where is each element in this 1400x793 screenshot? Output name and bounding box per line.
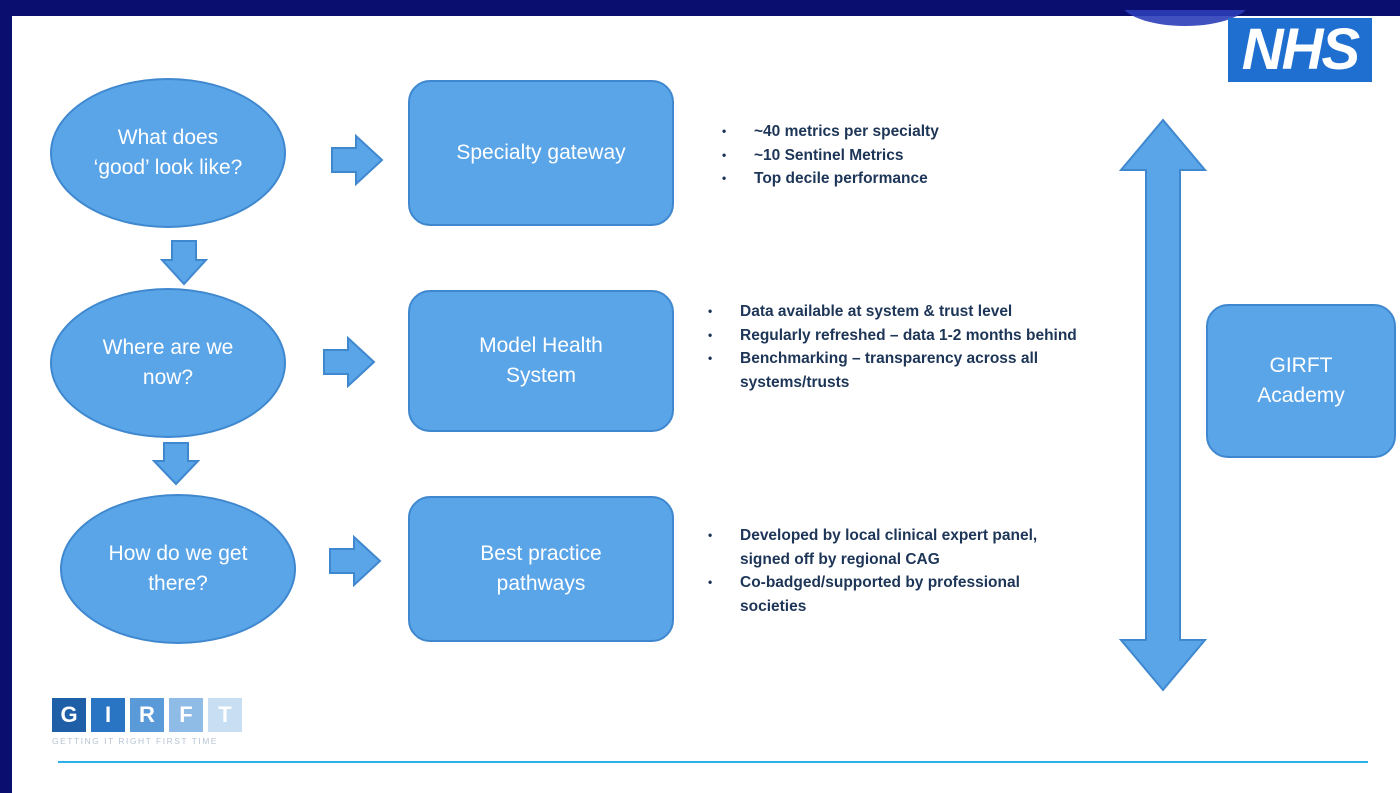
bullet-item: Co-badged/supported by professional soci… [706, 571, 1046, 618]
top-frame-bar [12, 10, 1400, 16]
girft-letter-tile: F [169, 698, 203, 732]
best-practice-pathways-label: Best practice pathways [480, 542, 602, 595]
question-there-label: How do we get there? [108, 542, 248, 595]
best-practice-pathways-box: Best practice pathways [408, 496, 674, 642]
down-arrow-1 [160, 240, 208, 286]
corner-accent [1120, 10, 1250, 26]
bullet-item: ~10 Sentinel Metrics [720, 144, 1050, 168]
specialty-gateway-label: Specialty gateway [456, 141, 626, 164]
nhs-logo: NHS [1228, 18, 1372, 82]
girft-letter-tile: I [91, 698, 125, 732]
bullet-item: Benchmarking – transparency across all s… [706, 347, 1086, 394]
bullet-item: Regularly refreshed – data 1-2 months be… [706, 324, 1086, 348]
model-health-system-bullets: Data available at system & trust level R… [706, 300, 1086, 394]
down-arrow-2 [152, 442, 200, 486]
bullet-item: Developed by local clinical expert panel… [706, 524, 1046, 571]
girft-tagline: GETTING IT RIGHT FIRST TIME [52, 736, 218, 746]
vertical-double-arrow [1118, 118, 1208, 692]
slide: NHS What does ‘good’ look like? Where ar… [12, 10, 1400, 793]
question-good-ellipse: What does ‘good’ look like? [50, 78, 286, 228]
bottom-rule [58, 761, 1368, 763]
question-good-label: What does ‘good’ look like? [93, 126, 243, 179]
model-health-system-box: Model Health System [408, 290, 674, 432]
bullet-item: Data available at system & trust level [706, 300, 1086, 324]
right-arrow-3 [329, 535, 382, 587]
question-now-ellipse: Where are we now? [50, 288, 286, 438]
girft-letter-tile: G [52, 698, 86, 732]
bullet-item: Top decile performance [720, 167, 1050, 191]
model-health-system-label: Model Health System [479, 334, 603, 387]
question-there-ellipse: How do we get there? [60, 494, 296, 644]
right-arrow-1 [331, 134, 384, 186]
right-arrow-2 [323, 336, 376, 388]
specialty-gateway-box: Specialty gateway [408, 80, 674, 226]
bullet-item: ~40 metrics per specialty [720, 120, 1050, 144]
question-now-label: Where are we now? [102, 336, 234, 389]
best-practice-pathways-bullets: Developed by local clinical expert panel… [706, 524, 1046, 618]
girft-academy-label: GIRFT Academy [1257, 354, 1345, 407]
girft-letter-tile: R [130, 698, 164, 732]
girft-letter-tile: T [208, 698, 242, 732]
specialty-gateway-bullets: ~40 metrics per specialty ~10 Sentinel M… [720, 120, 1050, 191]
girft-academy-box: GIRFT Academy [1206, 304, 1396, 458]
